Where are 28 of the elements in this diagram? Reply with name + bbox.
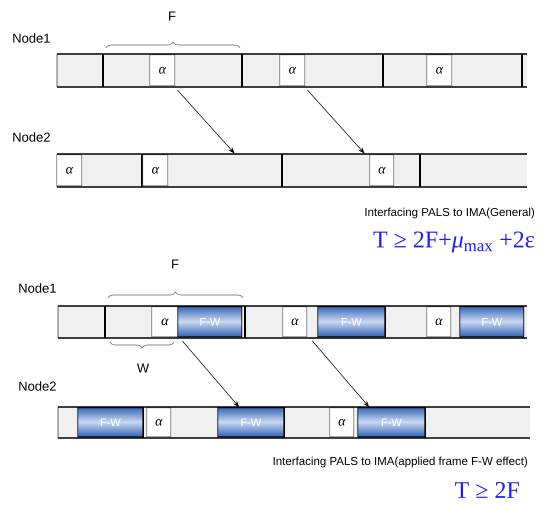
frame-box: F-W — [177, 306, 242, 338]
formula: T ≥ 2F+μ$_{max}$ +2ε — [373, 231, 534, 252]
formula: T ≥ 2F — [455, 482, 519, 498]
slot-box: α — [142, 154, 168, 186]
slot-box: α — [370, 154, 394, 186]
brace-label: W — [136, 364, 150, 372]
frame-box: F-W — [357, 407, 426, 438]
timeline-label: Node1 — [13, 33, 50, 43]
caption: Interfacing PALS to IMA(General) — [365, 208, 534, 218]
frame-box: F-W — [77, 407, 144, 438]
frame-box: F-W — [459, 306, 524, 338]
slot-box: α — [280, 54, 306, 86]
timeline-label: Node2 — [19, 381, 56, 391]
frame-box: F-W — [217, 407, 284, 438]
frame-box: F-W — [317, 306, 386, 338]
slot-box: α — [426, 306, 452, 338]
slot-box: α — [146, 408, 172, 438]
timeline-label: Node1 — [19, 283, 56, 293]
timeline-label: Node2 — [13, 132, 50, 142]
brace-label: F — [169, 12, 176, 20]
slot-box: α — [150, 54, 176, 86]
slot-box: α — [56, 154, 82, 186]
slot-box: α — [152, 306, 178, 338]
slot-box: α — [330, 408, 354, 438]
caption: Interfacing PALS to IMA(applied frame F-W effect) — [274, 456, 528, 468]
brace-label: F — [172, 260, 178, 268]
slot-box: α — [426, 54, 452, 86]
slot-box: α — [282, 306, 308, 338]
